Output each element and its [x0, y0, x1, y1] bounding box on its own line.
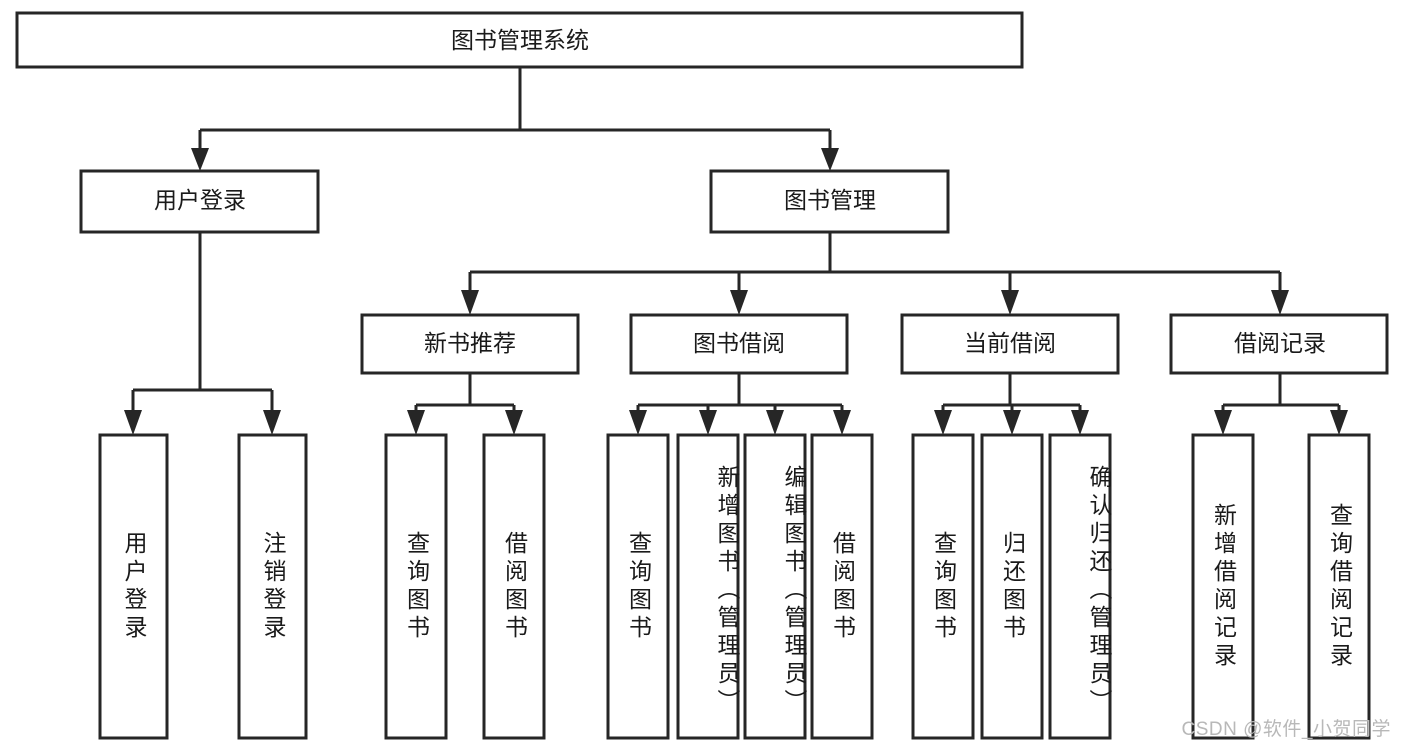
- node-leaf-box-user-login[interactable]: [98, 433, 169, 740]
- arrow-head-leaf-2: [263, 410, 281, 435]
- arrow-head-current-borrow: [1001, 290, 1019, 315]
- arrow-head-leaf-13: [1330, 410, 1348, 435]
- node-leaf-box-query-book-2[interactable]: [606, 433, 670, 740]
- node-current-borrow[interactable]: 当前借阅: [900, 313, 1120, 375]
- node-user-login-box[interactable]: [79, 169, 320, 234]
- node-book-management-box[interactable]: [709, 169, 950, 234]
- node-leaf-box-query-book-3[interactable]: [911, 433, 975, 740]
- connector-group-booksmanage-to-level3: [461, 232, 1289, 315]
- connector-group-newbook-to-leaves: [407, 373, 523, 435]
- arrow-head-borrow: [730, 290, 748, 315]
- node-leaf-box-borrow-book-2[interactable]: [810, 433, 874, 740]
- arrow-head-leaf-10: [1003, 410, 1021, 435]
- node-new-book-recommend-box[interactable]: [360, 313, 580, 375]
- arrow-head-user-login: [191, 148, 209, 171]
- node-root[interactable]: 图书管理系统: [15, 11, 1024, 69]
- arrow-head-leaf-12: [1214, 410, 1232, 435]
- node-book-borrow[interactable]: 图书借阅: [629, 313, 849, 375]
- connector-group-root-to-level2: [191, 67, 839, 171]
- node-leaf-box-edit-book-admin[interactable]: [743, 433, 807, 740]
- node-leaf-box-borrow-book-1[interactable]: [482, 433, 546, 740]
- connector-group-currentborrow-to-leaves: [934, 373, 1089, 435]
- node-book-borrow-label: 图书借阅: [693, 330, 785, 356]
- node-borrow-record-label: 借阅记录: [1234, 330, 1326, 356]
- watermark-text: CSDN @软件_小贺同学: [1181, 719, 1391, 740]
- node-current-borrow-label: 当前借阅: [964, 330, 1056, 356]
- node-borrow-record-box[interactable]: [1169, 313, 1389, 375]
- node-root-label: 图书管理系统: [451, 27, 589, 53]
- arrow-head-leaf-9: [934, 410, 952, 435]
- arrow-head-leaf-8: [833, 410, 851, 435]
- node-leaf-box-return-book[interactable]: [980, 433, 1044, 740]
- arrow-head-leaf-3: [407, 410, 425, 435]
- arrow-head-leaf-6: [699, 410, 717, 435]
- arrow-head-leaf-11: [1071, 410, 1089, 435]
- node-new-book-recommend[interactable]: 新书推荐: [360, 313, 580, 375]
- arrow-head-leaf-5: [629, 410, 647, 435]
- node-leaf-box-add-book-admin[interactable]: [676, 433, 740, 740]
- arrow-head-leaf-1: [124, 410, 142, 435]
- connector-group-userlogin-to-leaves: [124, 232, 281, 435]
- node-leaf-box-confirm-return[interactable]: [1048, 433, 1112, 740]
- connector-group-borrowrecord-to-leaves: [1214, 373, 1348, 435]
- node-borrow-record[interactable]: 借阅记录: [1169, 313, 1389, 375]
- node-user-login[interactable]: 用户登录: [79, 169, 320, 234]
- node-leaf-box-query-record[interactable]: [1307, 433, 1371, 740]
- node-user-login-label: 用户登录: [154, 187, 246, 213]
- node-book-borrow-box[interactable]: [629, 313, 849, 375]
- node-leaf-box-query-book-1[interactable]: [384, 433, 448, 740]
- arrow-head-leaf-7: [766, 410, 784, 435]
- arrow-head-new-book: [461, 290, 479, 315]
- node-root-box[interactable]: [15, 11, 1024, 69]
- node-book-management[interactable]: 图书管理: [709, 169, 950, 234]
- connector-group-borrow-to-leaves: [629, 373, 851, 435]
- node-leaf-box-logout[interactable]: [237, 433, 308, 740]
- arrow-head-borrow-record: [1271, 290, 1289, 315]
- node-new-book-recommend-label: 新书推荐: [424, 330, 516, 356]
- arrow-head-leaf-4: [505, 410, 523, 435]
- arrow-head-book-manage: [821, 148, 839, 171]
- node-leaf-box-add-record[interactable]: [1191, 433, 1255, 740]
- node-book-management-label: 图书管理: [784, 187, 876, 213]
- node-current-borrow-box[interactable]: [900, 313, 1120, 375]
